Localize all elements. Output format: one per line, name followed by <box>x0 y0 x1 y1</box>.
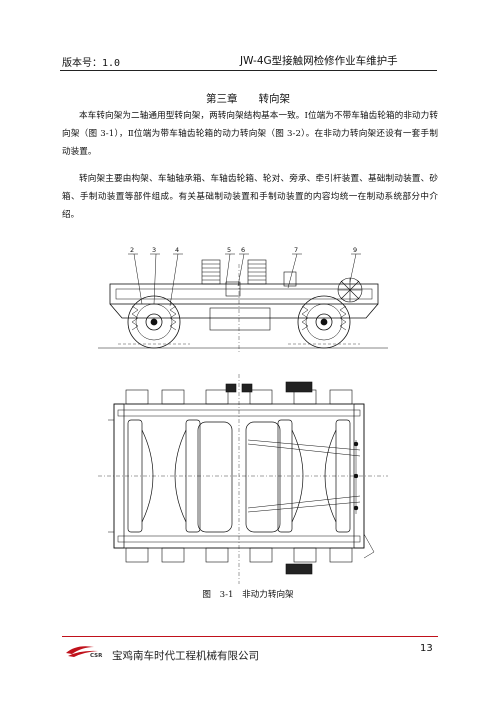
side-view <box>98 259 388 352</box>
callout-5: 5 <box>227 246 231 254</box>
paragraph-1: 本车转向架为二轴通用型转向架，两转向架结构基本一致。Ⅰ位端为不带车轴齿轮箱的非动… <box>62 111 438 157</box>
wheel-right <box>297 295 351 349</box>
callout-labels: 2 3 4 5 6 7 9 <box>130 246 357 254</box>
wheelset-right <box>245 419 351 533</box>
callout-7: 7 <box>294 246 298 254</box>
company-name: 宝鸡南车时代工程机械有限公司 <box>112 650 259 662</box>
page-number: 13 <box>420 643 433 654</box>
wheel-left <box>127 295 181 349</box>
top-view <box>98 374 388 584</box>
chapter-title: 第三章 转向架 <box>206 93 290 105</box>
csr-logo-text: CSR <box>90 653 103 659</box>
figure-caption: 图 3-1 非动力转向架 <box>202 590 294 600</box>
callout-2: 2 <box>130 246 134 254</box>
callout-3: 3 <box>152 246 156 254</box>
paragraph-2: 转向架主要由构架、车轴轴承箱、车轴齿轮箱、轮对、旁承、牵引杆装置、基础制动装置、… <box>62 174 438 220</box>
footer-rule <box>62 636 438 637</box>
leader-lines <box>128 253 361 307</box>
wheelset-left <box>127 419 233 533</box>
manual-title: JW-4G型接触网检修作业车维护手 <box>240 55 398 67</box>
version-label: 版本号：1.0 <box>62 58 121 69</box>
callout-6: 6 <box>241 246 245 254</box>
callout-4: 4 <box>175 246 179 254</box>
hand-brake-wheel <box>337 277 363 303</box>
header-rule <box>60 70 437 71</box>
bogie-drawing: 2 3 4 5 6 7 9 <box>98 246 388 584</box>
csr-logo: CSR <box>66 646 103 659</box>
callout-9: 9 <box>353 246 357 254</box>
